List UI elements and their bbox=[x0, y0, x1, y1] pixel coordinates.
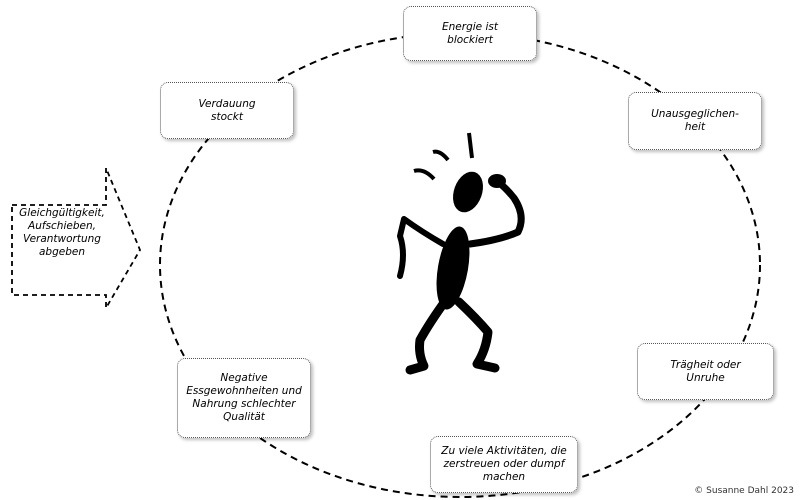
cycle-ellipse bbox=[159, 32, 761, 498]
cycle-node-traegheit-unruhe: Trägheit oder Unruhe bbox=[637, 343, 774, 400]
confused-stick-figure-icon bbox=[397, 132, 525, 375]
cycle-node-verdauung-stockt: Verdauung stockt bbox=[160, 82, 294, 139]
cycle-node-energie-blockiert: Energie ist blockiert bbox=[403, 6, 537, 61]
copyright-notice: © Susanne Dahl 2023 bbox=[694, 486, 794, 496]
cycle-node-negative-essgewohnheiten: Negative Essgewohnheiten und Nahrung sch… bbox=[177, 358, 311, 438]
input-arrow-shape bbox=[11, 167, 142, 312]
cycle-node-zu-viele-aktivitaeten: Zu viele Aktivitäten, die zerstreuen ode… bbox=[430, 436, 578, 493]
cycle-node-unausgeglichenheit: Unausgeglichen- heit bbox=[628, 92, 762, 150]
input-arrow-label: Gleichgültigkeit, Aufschieben, Verantwor… bbox=[19, 207, 105, 258]
